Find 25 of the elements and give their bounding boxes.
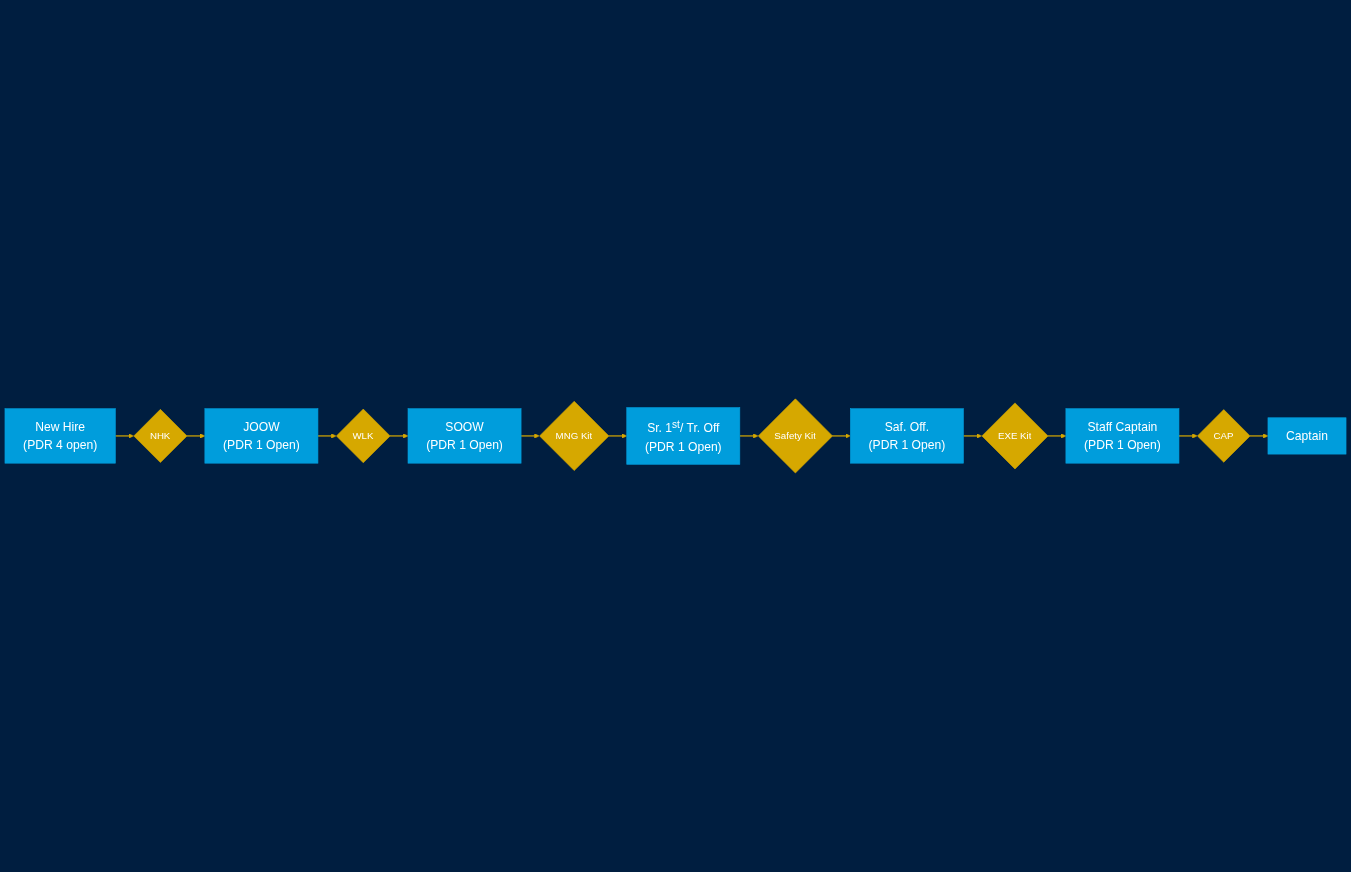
arrow xyxy=(389,433,409,439)
arrow xyxy=(1047,433,1067,439)
node-diamond: MNG Kit xyxy=(539,401,610,471)
node-box: Staff Captain (PDR 1 Open) xyxy=(1065,408,1180,464)
node-diamond: WLK xyxy=(336,408,391,464)
node-box: JOOW (PDR 1 Open) xyxy=(204,408,319,464)
node-diamond: Safety Kit xyxy=(758,398,833,474)
node-box: SOOW (PDR 1 Open) xyxy=(407,408,522,464)
arrow xyxy=(114,433,134,439)
arrow xyxy=(962,433,982,439)
arrow xyxy=(831,433,851,439)
arrow xyxy=(186,433,206,439)
arrow xyxy=(1249,433,1269,439)
arrow xyxy=(607,433,627,439)
node-box: Sr. 1$^{st}$/ Tr. Off (PDR 1 Open) xyxy=(626,407,741,465)
node-box: New Hire (PDR 4 open) xyxy=(4,408,116,464)
node-diamond: CAP xyxy=(1197,409,1251,463)
arrow xyxy=(1178,433,1198,439)
arrow xyxy=(739,433,759,439)
node-box: Captain xyxy=(1267,417,1347,455)
node-diamond: NHK xyxy=(133,409,188,463)
arrow xyxy=(317,433,337,439)
arrow xyxy=(520,433,540,439)
node-box: Saf. Off. (PDR 1 Open) xyxy=(850,408,964,464)
node-diamond: EXE Kit xyxy=(981,402,1049,470)
